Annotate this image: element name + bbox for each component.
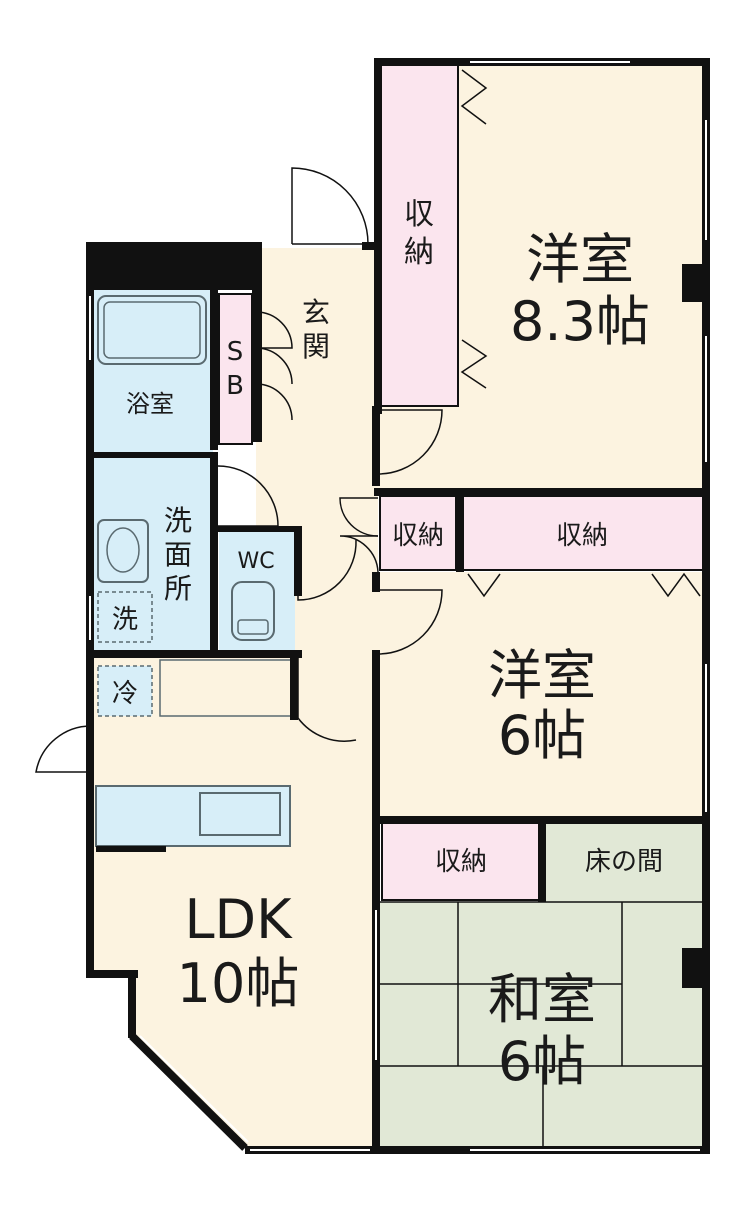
entrance-label: 玄 関 [302,296,330,363]
bathtub [97,295,207,365]
kitchen-counter [95,785,291,847]
front-door-swing [291,167,369,245]
hall-closet-door-swing [339,497,379,537]
shoe-box-label-char-1: S [227,337,244,367]
entrance-label-char-1: 玄 [302,296,330,329]
ldk-floor [92,656,378,1148]
closet-small-room-label: 収納 [556,521,608,551]
washer-label: 洗 [112,605,138,635]
tokonoma-label: 床の間 [585,847,663,877]
side-door-swing [35,725,93,773]
japanese-room-size: 6帖 [498,1030,586,1093]
washroom-label-char-1: 洗 [164,504,192,537]
small-western-room-name: 洋室 [488,644,596,707]
closet-large-label-char-1: 収 [404,197,434,232]
washroom-door-swing [217,465,279,527]
toilet-seat [237,619,269,635]
japanese-room-name: 和室 [488,968,596,1031]
ldk-name: LDK [184,888,293,951]
shoe-box-label-char-2: B [226,371,244,401]
bay-window-wall [129,1033,249,1151]
toilet-label: WC [237,549,274,574]
small-room-door-swing [377,589,443,655]
closet-hall-label: 収納 [392,521,444,551]
closet-large-label: 収 納 [404,197,434,270]
large-room-door-swing [377,409,443,475]
windows [89,61,707,1151]
ldk-size: 10帖 [177,952,300,1015]
shoe-box-label: S B [226,337,244,401]
toilet-door-swing [297,539,357,601]
closet-sliding-doors [460,69,701,598]
wash-basin-bowl [106,527,140,573]
japanese-room-floor [378,902,704,1148]
ldk-door-swing [297,658,357,742]
large-western-room-name: 洋室 [526,228,634,291]
fridge-space [97,665,153,717]
closet-japanese-room-label: 収納 [435,847,487,877]
washroom-label-char-2: 面 [164,538,192,571]
closet-large-label-char-2: 納 [404,235,434,270]
kitchen-sink [199,792,281,836]
bathtub-inner [103,301,201,359]
washroom-label: 洗 面 所 [164,504,192,605]
door-swings [35,167,443,773]
entrance-label-char-2: 関 [302,330,330,363]
large-western-room-size: 8.3帖 [510,290,650,353]
fridge-label: 冷 [112,679,138,709]
toilet-tank [231,581,275,641]
shoe-box [218,293,253,445]
western-room-small-floor [378,572,704,818]
bath-label: 浴室 [126,390,174,418]
closet-japanese-room [381,821,541,901]
washroom-label-char-3: 所 [164,572,192,605]
tokonoma-floor [543,822,704,902]
shoe-box-door-swing [255,311,293,349]
small-western-room-size: 6帖 [498,704,586,767]
washer-space [97,591,153,643]
